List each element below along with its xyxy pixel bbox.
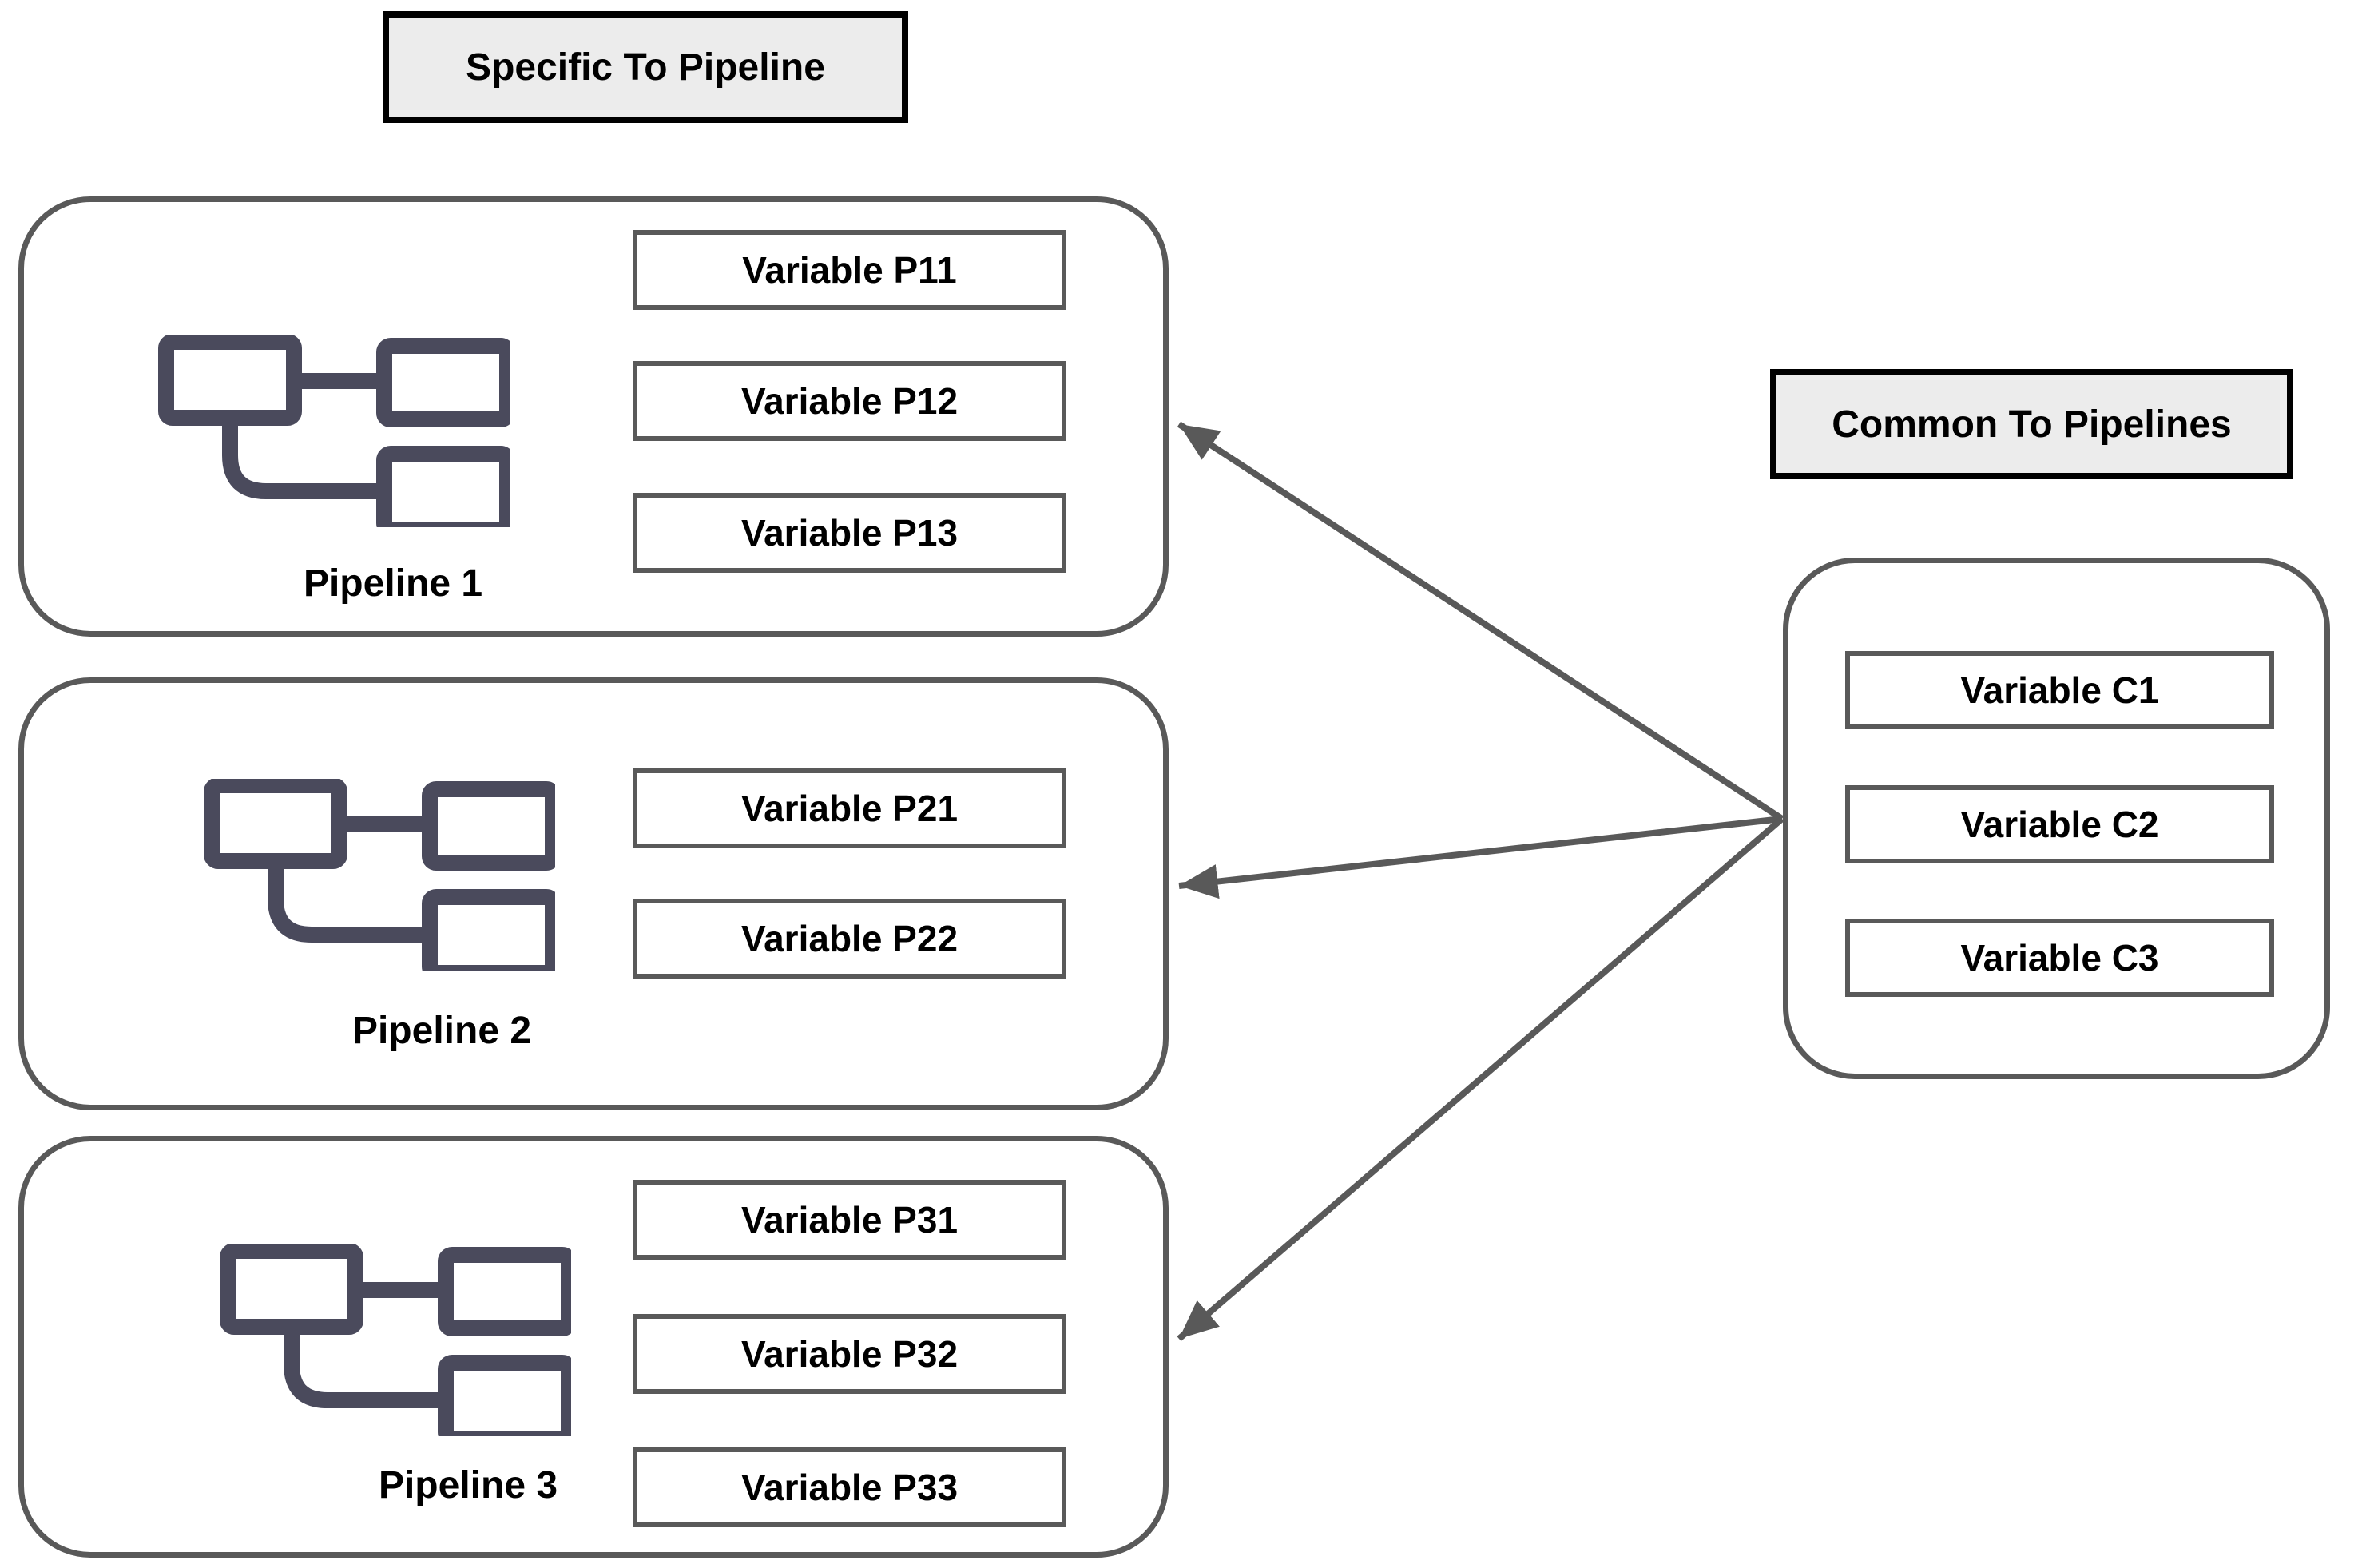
variable-box-p33: Variable P33: [633, 1447, 1066, 1527]
pipeline-3-label: Pipeline 3: [378, 1464, 558, 1506]
variable-box-p13: Variable P13: [633, 493, 1066, 573]
pipeline-icon: [220, 1244, 571, 1436]
variable-box-c1: Variable C1: [1845, 651, 2274, 729]
pipeline-icon: [204, 779, 555, 971]
arrow-common-to-pipeline-2: [1178, 816, 1783, 899]
variable-box-p12: Variable P12: [633, 361, 1066, 441]
variable-box-p32: Variable P32: [633, 1314, 1066, 1394]
variable-box-p11: Variable P11: [633, 230, 1066, 310]
specific-to-pipeline-title: Specific To Pipeline: [383, 11, 908, 123]
variable-box-c2: Variable C2: [1845, 785, 2274, 863]
variable-box-p21: Variable P21: [633, 768, 1066, 848]
arrow-common-to-pipeline-3: [1177, 816, 1784, 1342]
variable-box-p22: Variable P22: [633, 899, 1066, 979]
pipeline-icon: [158, 335, 510, 527]
common-to-pipelines-title: Common To Pipelines: [1770, 369, 2293, 479]
pipeline-2-label: Pipeline 2: [351, 1010, 532, 1052]
arrow-common-to-pipeline-1: [1177, 421, 1784, 822]
variable-box-c3: Variable C3: [1845, 919, 2274, 997]
pipeline-1-label: Pipeline 1: [303, 562, 483, 605]
pipeline-2-box: [18, 677, 1169, 1110]
variable-box-p31: Variable P31: [633, 1180, 1066, 1260]
